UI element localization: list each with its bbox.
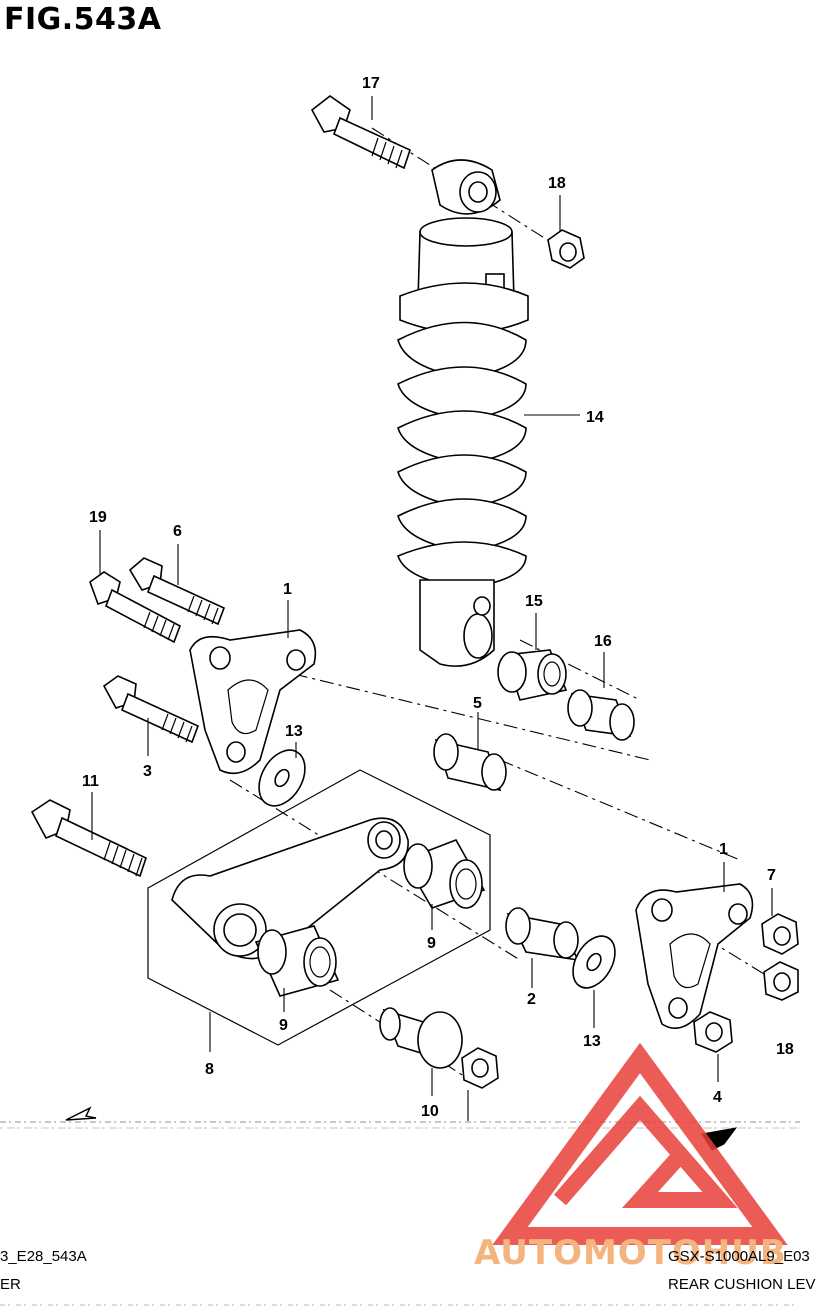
callout-10: 10 [421,1103,439,1120]
part-spacer-2[interactable] [505,907,580,962]
callout-4: 4 [713,1089,722,1106]
callout-19: 19 [89,509,107,526]
callout-6: 6 [173,523,182,540]
callout-15: 15 [525,593,543,610]
part-nut-18-upper[interactable] [547,229,585,269]
callout-3: 3 [143,763,152,780]
part-shock-absorber-14[interactable] [397,159,529,667]
part-nut-7[interactable] [761,913,799,955]
part-bolt-11[interactable] [30,799,147,878]
figure-title: FIG.543A [4,2,162,37]
part-bearing-9-lower[interactable] [254,925,340,997]
part-spacer-5[interactable] [433,733,507,792]
callout-1-right: 1 [719,841,728,858]
callout-18-upper: 18 [548,175,566,192]
part-spacer-16[interactable] [567,689,635,741]
part-washer-13-upper[interactable] [250,742,315,814]
callout-16: 16 [594,633,612,650]
linkage-group-outline [147,769,491,1046]
part-bolt-6[interactable] [128,557,226,626]
part-bracket-1-right[interactable] [635,883,754,1030]
part-nut-4[interactable] [693,1011,733,1053]
footer-right-name: REAR CUSHION LEV [668,1276,816,1293]
callout-2: 2 [527,991,536,1008]
part-cushion-lever[interactable] [171,817,409,960]
part-bearing-9-upper[interactable] [402,839,486,909]
part-nut-bottom[interactable] [461,1047,499,1089]
callout-13-upper: 13 [285,723,303,740]
callout-13-lower: 13 [583,1033,601,1050]
part-bushing-15[interactable] [497,649,568,701]
footer-right-code: GSX-S1000AL9_E03 [668,1248,810,1265]
callout-7: 7 [767,867,776,884]
callout-8: 8 [205,1061,214,1078]
callout-9-lower: 9 [279,1017,288,1034]
part-bolt-10[interactable] [379,1007,463,1069]
callout-18-lower: 18 [776,1041,794,1058]
callout-17: 17 [362,75,380,92]
front-arrow-left-icon [65,1106,97,1121]
callout-labels: 17 18 14 19 6 1 15 16 5 13 3 11 1 7 9 2 … [82,75,794,1120]
scan-band [0,1121,800,1306]
part-washer-13-lower[interactable] [564,929,623,995]
part-bolt-19[interactable] [89,571,181,644]
callout-5: 5 [473,695,482,712]
automotohub-watermark: AUTOMOTOHUB [474,1042,788,1273]
part-bolt-3[interactable] [102,675,200,744]
part-nut-18-lower[interactable] [763,961,799,1001]
part-bolt-17[interactable] [310,95,411,170]
watermark-text: AUTOMOTOHUB [474,1233,787,1273]
callout-9-upper: 9 [427,935,436,952]
footer-left-name: ER [0,1276,21,1293]
callout-14: 14 [586,409,604,426]
callout-1-left: 1 [283,581,292,598]
footer-left-code: 3_E28_543A [0,1248,87,1265]
part-bracket-1-left[interactable] [189,629,317,775]
callout-11: 11 [82,773,99,790]
